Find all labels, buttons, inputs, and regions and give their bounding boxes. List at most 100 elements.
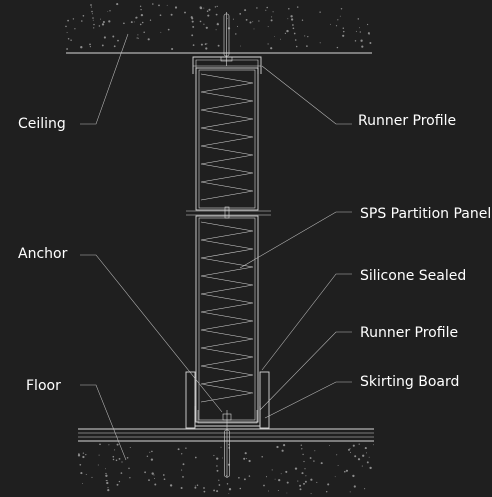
concrete-speck [280, 473, 282, 475]
concrete-speck [82, 15, 85, 17]
concrete-speck [213, 454, 215, 457]
concrete-speck [203, 487, 205, 489]
concrete-speck [343, 470, 346, 473]
concrete-speck [294, 39, 297, 41]
concrete-speck [199, 20, 202, 23]
concrete-speck [359, 27, 361, 29]
label-ceiling: Ceiling [18, 116, 66, 132]
concrete-speck [206, 10, 209, 12]
concrete-speck [266, 6, 269, 9]
concrete-speck [282, 443, 286, 447]
concrete-speck [369, 42, 372, 44]
concrete-speck [144, 471, 146, 474]
concrete-speck [272, 11, 274, 13]
ceiling-concrete-texture [65, 3, 372, 51]
skirting-board-right [259, 371, 270, 429]
concrete-speck [184, 11, 186, 14]
concrete-speck [92, 17, 94, 19]
concrete-speck [243, 478, 246, 481]
concrete-speck [352, 444, 355, 447]
concrete-speck [90, 4, 92, 6]
label-runner-profile-bottom: Runner Profile [360, 325, 458, 341]
concrete-speck [208, 8, 211, 11]
concrete-speck [327, 483, 330, 486]
concrete-speck [167, 28, 170, 31]
concrete-speck [101, 23, 105, 26]
concrete-speck [236, 25, 239, 27]
insulation-zigzag [200, 73, 254, 201]
concrete-speck [133, 21, 135, 23]
concrete-speck [261, 455, 263, 458]
concrete-speck [117, 39, 119, 42]
concrete-speck [239, 13, 242, 15]
label-sps-partition-panel: SPS Partition Panel [360, 206, 491, 222]
concrete-speck [276, 445, 279, 449]
concrete-speck [245, 19, 248, 21]
concrete-speck [362, 454, 365, 457]
concrete-speck [336, 454, 338, 456]
concrete-speck [359, 31, 361, 33]
concrete-speck [93, 27, 95, 29]
concrete-speck [353, 485, 356, 488]
concrete-speck [130, 21, 133, 24]
concrete-speck [299, 484, 302, 487]
concrete-speck [106, 481, 109, 485]
concrete-speck [329, 445, 330, 447]
concrete-speck [70, 39, 72, 41]
label-skirting-board: Skirting Board [360, 374, 459, 390]
concrete-speck [304, 468, 306, 470]
concrete-speck [126, 457, 129, 459]
concrete-speck [192, 44, 195, 46]
concrete-speck [113, 45, 116, 48]
concrete-speck [147, 38, 150, 41]
concrete-speck [98, 25, 101, 27]
concrete-speck [369, 466, 372, 470]
concrete-speck [182, 463, 185, 466]
concrete-speck [196, 484, 199, 486]
concrete-speck [215, 13, 218, 16]
concrete-speck [65, 25, 67, 28]
concrete-speck [177, 448, 180, 451]
concrete-speck [135, 17, 137, 19]
concrete-speck [146, 455, 149, 457]
concrete-speck [368, 33, 370, 35]
concrete-speck [204, 43, 207, 45]
label-floor: Floor [26, 378, 61, 394]
concrete-speck [304, 35, 306, 37]
concrete-speck [268, 490, 269, 492]
concrete-speck [281, 449, 284, 452]
concrete-speck [228, 492, 230, 494]
concrete-speck [349, 448, 351, 450]
concrete-speck [292, 27, 295, 30]
concrete-speck [149, 19, 152, 21]
concrete-speck [141, 21, 144, 24]
concrete-speck [267, 43, 269, 45]
sps-partition-panel-upper [195, 67, 259, 211]
concrete-speck [148, 479, 150, 482]
concrete-speck [302, 453, 304, 456]
concrete-speck [228, 488, 232, 491]
concrete-speck [205, 47, 208, 50]
concrete-speck [305, 475, 307, 477]
concrete-speck [149, 451, 151, 453]
concrete-speck [82, 483, 83, 485]
concrete-speck [357, 458, 361, 461]
concrete-speck [319, 11, 321, 13]
concrete-speck [293, 32, 296, 35]
concrete-speck [139, 5, 142, 7]
concrete-speck [118, 457, 121, 460]
concrete-speck [244, 452, 247, 455]
concrete-speck [343, 30, 345, 33]
concrete-speck [286, 492, 288, 494]
leader-lines [80, 33, 352, 461]
top-runner-profile [192, 56, 262, 74]
concrete-speck [169, 484, 173, 487]
concrete-speck [342, 27, 345, 30]
concrete-speck [112, 35, 115, 38]
concrete-speck [367, 32, 370, 35]
concrete-speck [334, 476, 336, 478]
concrete-speck [89, 46, 91, 48]
concrete-speck [216, 465, 218, 467]
concrete-speck [297, 480, 299, 482]
concrete-speck [252, 21, 254, 23]
